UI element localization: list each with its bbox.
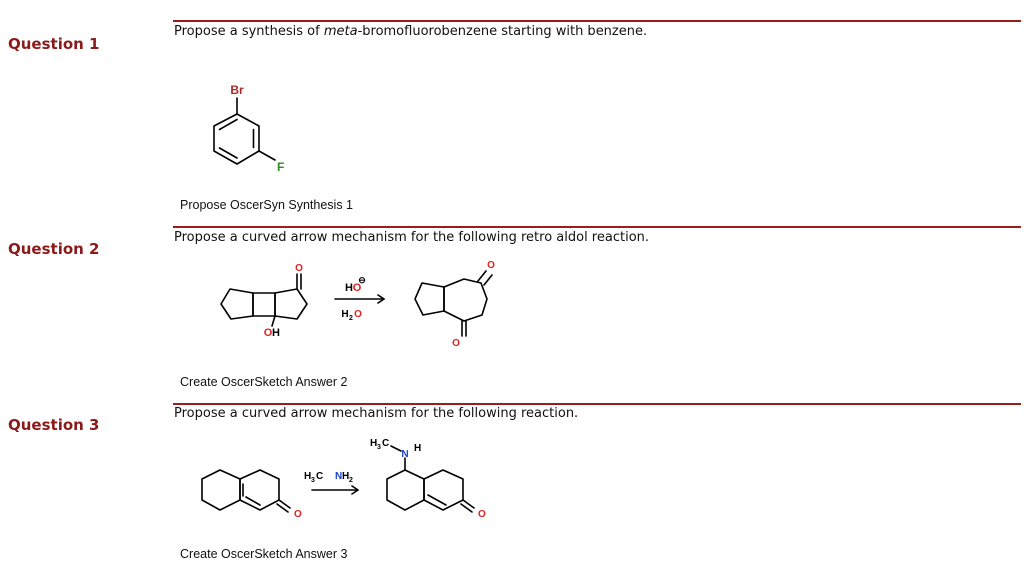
methylamine-h-label: H — [304, 471, 311, 482]
water-h-label: H — [341, 309, 348, 320]
hydroxyl-hydrogen-atom: H — [272, 327, 280, 339]
amine-product-structure — [386, 445, 475, 513]
bromine-atom: Br — [230, 83, 244, 97]
question-1-prompt: Propose a synthesis of meta-bromofluorob… — [174, 24, 648, 39]
create-oscersketch-answer-3-button[interactable]: Create OscerSketch Answer 3 — [180, 547, 348, 561]
hydroxyl-oxygen-atom: O — [264, 327, 273, 339]
product-ketone-oxygen-bottom: O — [452, 338, 460, 349]
methylamine-n-label: N — [335, 471, 342, 482]
question-2-heading: Question 2 — [8, 240, 100, 258]
retro-aldol-arrow — [334, 294, 385, 304]
question-3-heading: Question 3 — [8, 416, 100, 434]
enone-starting-material-structure — [201, 469, 291, 513]
hydroxide-o-label: O — [353, 282, 362, 294]
enone-oxygen-atom: O — [294, 509, 302, 520]
aldol-starting-material-structure — [220, 273, 308, 327]
question-1-divider — [173, 20, 1021, 22]
hydroxide-h-label: H — [345, 282, 353, 294]
ketone-oxygen-atom: O — [295, 263, 303, 274]
propose-oscersyn-synthesis-1-button[interactable]: Propose OscerSyn Synthesis 1 — [180, 198, 353, 212]
product-methyl-c-label: C — [382, 438, 389, 449]
amine-addition-arrow — [311, 485, 359, 495]
fluorine-atom: F — [277, 160, 284, 174]
product-methyl-h-label: H — [370, 438, 377, 449]
aldol-product-structure — [414, 270, 493, 337]
negative-charge-icon: ⊖ — [358, 275, 366, 285]
product-nh-hydrogen: H — [414, 443, 421, 454]
methylamine-sub3: 3 — [311, 477, 315, 484]
product-methyl-sub3: 3 — [377, 444, 381, 451]
water-o-label: O — [354, 309, 362, 320]
question-2-prompt: Propose a curved arrow mechanism for the… — [174, 230, 650, 245]
question-1-heading: Question 1 — [8, 35, 100, 53]
product-nitrogen-atom: N — [401, 449, 408, 460]
methylamine-sub2: 2 — [349, 477, 353, 484]
product-ketone-oxygen-top: O — [487, 260, 495, 271]
methylamine-nh-label: H — [342, 471, 349, 482]
question-3-divider — [173, 403, 1021, 405]
product-ketone-oxygen: O — [478, 509, 486, 520]
question-2-divider — [173, 226, 1021, 228]
bromofluorobenzene-structure — [213, 97, 276, 165]
create-oscersketch-answer-2-button[interactable]: Create OscerSketch Answer 2 — [180, 375, 348, 389]
water-subscript: 2 — [349, 315, 353, 322]
methylamine-c-label: C — [316, 471, 323, 482]
question-3-prompt: Propose a curved arrow mechanism for the… — [174, 406, 579, 421]
